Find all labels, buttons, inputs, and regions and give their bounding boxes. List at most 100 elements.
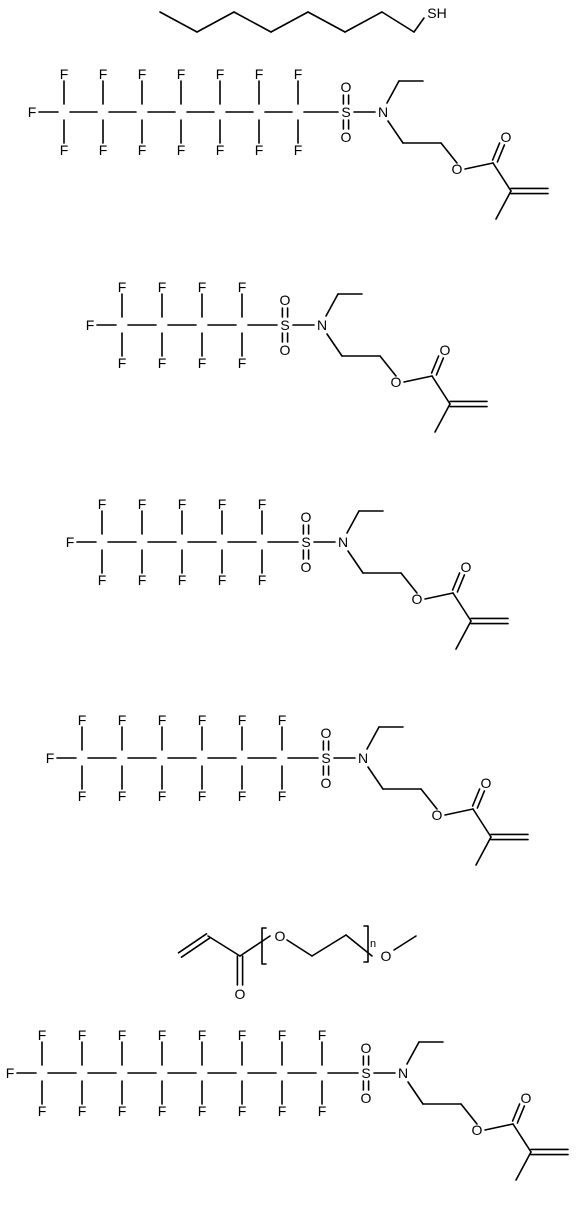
ester-bond <box>464 162 494 170</box>
atom-f: F <box>294 66 303 82</box>
atom-o: O <box>501 129 512 145</box>
atom-f: F <box>278 712 287 728</box>
alkene-bond <box>492 162 512 192</box>
linker-bond <box>367 766 384 790</box>
atom-f: F <box>158 1103 167 1119</box>
chain-bond <box>307 11 346 33</box>
atom-f: F <box>238 788 247 804</box>
atom-f: F <box>258 496 267 512</box>
atom-f: F <box>198 712 207 728</box>
atom-f: F <box>99 66 108 82</box>
atom-f: F <box>78 1027 87 1043</box>
atom-f: F <box>138 142 147 158</box>
n-ethyl-bond <box>406 1041 420 1065</box>
peg-bond <box>286 939 313 957</box>
atom-f: F <box>118 1027 127 1043</box>
linker-bond <box>407 1081 424 1105</box>
atom-n: N <box>317 317 327 333</box>
atom-f: F <box>98 496 107 512</box>
atom-f: F <box>78 712 87 728</box>
acrylate-bond <box>207 935 241 957</box>
vinyl-double-bond <box>180 937 211 958</box>
atom-o: O <box>301 559 312 575</box>
linker-bond <box>379 355 397 377</box>
atom-f: F <box>78 788 87 804</box>
alkene-bond <box>472 808 492 838</box>
carbonyl-double-bond <box>491 142 501 161</box>
n-ethyl-bond <box>325 293 339 317</box>
carbonyl-double-bond <box>511 1103 521 1122</box>
ester-bond <box>444 808 474 816</box>
carbonyl-double-bond <box>456 574 466 593</box>
atom-f: F <box>198 788 207 804</box>
atom-o: O <box>452 161 463 177</box>
atom-o: O <box>361 1040 372 1056</box>
repeat-bracket-left <box>261 927 267 965</box>
peg-bond <box>311 934 347 957</box>
atom-n: N <box>398 1065 408 1081</box>
chain-bond <box>233 11 272 33</box>
atom-f: F <box>218 572 227 588</box>
atom-f: F <box>118 788 127 804</box>
atom-f: F <box>46 750 55 766</box>
n-ethyl-bond <box>366 726 380 750</box>
carbonyl-double-bond <box>435 357 445 376</box>
methoxy-bond <box>393 935 417 951</box>
atom-o: O <box>280 292 291 308</box>
alkene-bond <box>452 592 472 622</box>
atom-f: F <box>38 1027 47 1043</box>
atom-f: F <box>177 66 186 82</box>
atom-s: S <box>280 317 289 333</box>
methyl-bond <box>475 836 492 866</box>
atom-f: F <box>98 572 107 588</box>
carbonyl-double-bond <box>430 355 440 374</box>
atom-s: S <box>361 1065 370 1081</box>
atom-f: F <box>198 1027 207 1043</box>
vinyl-double-bond <box>177 933 208 954</box>
atom-f: F <box>178 572 187 588</box>
atom-f: F <box>118 712 127 728</box>
atom-o: O <box>440 342 451 358</box>
atom-o: O <box>341 79 352 95</box>
chain-bond <box>270 11 309 33</box>
atom-o: O <box>432 807 443 823</box>
carbonyl-double-bond <box>476 790 486 809</box>
atom-f: F <box>198 1103 207 1119</box>
atom-f: F <box>158 788 167 804</box>
chain-bond <box>381 11 415 33</box>
atom-s: S <box>341 104 350 120</box>
repeat-count-n: n <box>370 938 376 950</box>
linker-bond <box>326 333 343 357</box>
chain-bond <box>196 11 235 33</box>
atom-f: F <box>118 1103 127 1119</box>
carbonyl-double-bond <box>496 144 506 163</box>
atom-f: F <box>177 142 186 158</box>
atom-f: F <box>238 1103 247 1119</box>
chain-bond <box>344 11 383 33</box>
atom-f: F <box>60 66 69 82</box>
linker-bond <box>400 572 418 594</box>
atom-n: N <box>358 750 368 766</box>
atom-f: F <box>178 496 187 512</box>
atom-o: O <box>341 129 352 145</box>
atom-f: F <box>255 142 264 158</box>
atom-f: F <box>118 355 127 371</box>
alkene-bond <box>431 375 451 405</box>
atom-o: O <box>391 374 402 390</box>
atom-f: F <box>238 279 247 295</box>
atom-f: F <box>158 1027 167 1043</box>
atom-f: F <box>278 788 287 804</box>
atom-f: F <box>258 572 267 588</box>
atom-f: F <box>158 712 167 728</box>
n-ethyl-bond <box>386 80 400 104</box>
atom-f: F <box>278 1103 287 1119</box>
ester-bond <box>239 935 271 957</box>
chain-bond <box>413 17 425 33</box>
atom-o: O <box>301 509 312 525</box>
atom-f: F <box>28 104 37 120</box>
atom-f: F <box>198 279 207 295</box>
atom-f: F <box>158 279 167 295</box>
atom-f: F <box>318 1027 327 1043</box>
atom-f: F <box>6 1065 15 1081</box>
atom-o: O <box>412 591 423 607</box>
